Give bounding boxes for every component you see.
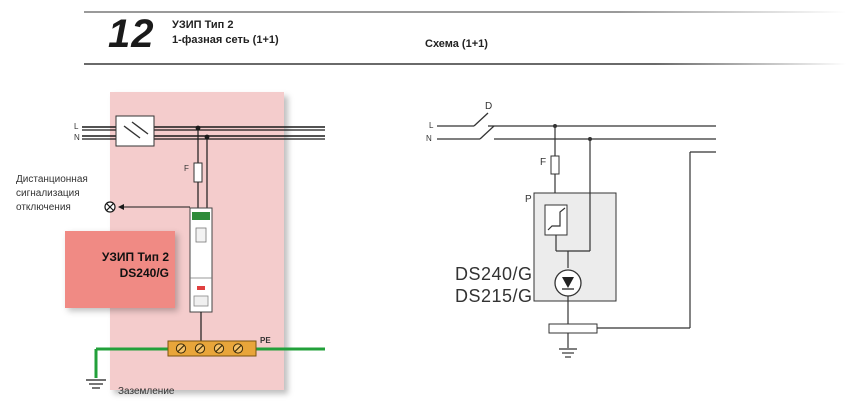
right-line-l-label: L: [429, 121, 434, 130]
left-line-n-label: N: [74, 133, 80, 142]
switch-d-label: D: [485, 101, 493, 112]
right-fuse-label: F: [540, 157, 547, 168]
left-line-l-label: L: [74, 122, 79, 131]
header-top-rule: [84, 11, 846, 13]
header-bottom-rule: [84, 63, 846, 65]
earth-bar: [548, 323, 598, 334]
product-model: DS240/G: [119, 266, 169, 280]
schema-title: Схема (1+1): [425, 38, 488, 50]
signal-lamp-icon: [104, 201, 116, 213]
product-title: УЗИП Тип 2: [101, 250, 169, 264]
protector-label: P: [525, 194, 532, 205]
gas-discharge-tube: [554, 269, 582, 297]
ground-label: Заземление: [118, 386, 175, 397]
model-label-2: DS215/G: [455, 286, 533, 306]
scheme-number: 12: [108, 12, 155, 56]
fuse: [193, 162, 203, 183]
right-ground-icon: [559, 348, 577, 358]
main-switch: [115, 115, 155, 147]
product-box: [65, 231, 175, 308]
scheme-title: УЗИП Тип 2: [172, 19, 234, 31]
pe-terminal-block: [167, 340, 257, 357]
switch-d: [473, 112, 495, 140]
varistor: [544, 204, 568, 236]
pe-label: PE: [260, 336, 271, 345]
model-label-1: DS240/G: [455, 264, 533, 284]
signal-arrow-head: [118, 204, 124, 210]
remote-signal-label: Дистанционная сигнализация отключения: [16, 174, 88, 213]
spd-module: [189, 207, 213, 313]
right-fuse: [550, 155, 560, 175]
ground-icon: [86, 379, 106, 389]
left-fuse-label: F: [184, 164, 189, 173]
scheme-subtitle: 1-фазная сеть (1+1): [172, 34, 279, 46]
right-line-n-label: N: [426, 134, 432, 143]
